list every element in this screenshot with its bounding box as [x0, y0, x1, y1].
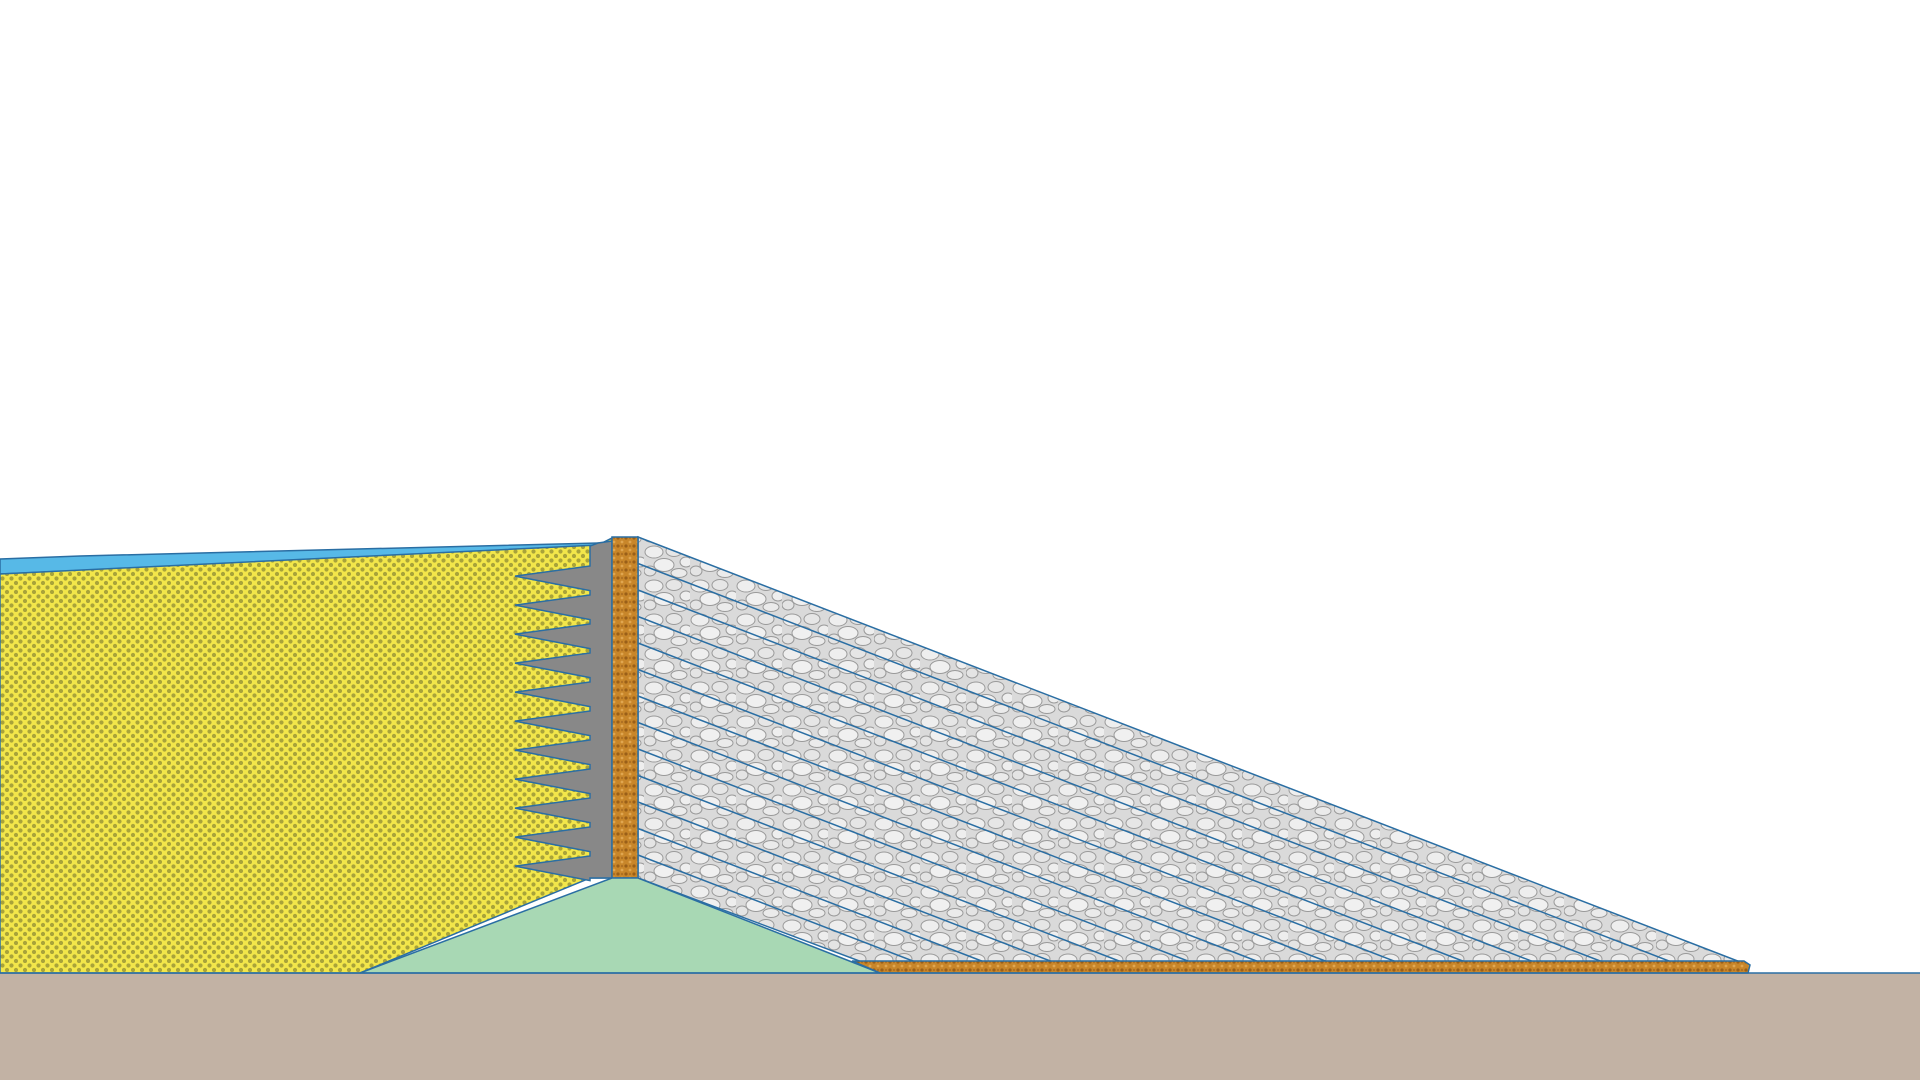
sawtooth-core — [514, 540, 613, 882]
rockfill-layer-line — [637, 642, 1474, 966]
rockfill-layer-line — [637, 827, 993, 966]
rockfill-shell — [637, 535, 1749, 966]
rockfill-layer-line — [637, 774, 1130, 966]
rockfill-layer-lines — [637, 562, 1680, 966]
upstream-fill — [0, 536, 613, 974]
rockfill-layer-line — [637, 562, 1680, 966]
rockfill-layer-line — [637, 801, 1062, 966]
rockfill-layer-line — [637, 854, 924, 966]
vertical-filter — [611, 536, 639, 879]
horizontal-drain — [851, 960, 1751, 974]
foundation-ground — [0, 973, 1920, 1080]
rockfill-layer-line — [637, 668, 1405, 966]
rockfill-layer-line — [637, 748, 1199, 966]
rockfill-layer-line — [637, 589, 1611, 966]
rockfill-layer-line — [637, 721, 1268, 966]
rockfill-layer-line — [637, 615, 1543, 966]
rockfill-layer-line — [637, 695, 1336, 966]
